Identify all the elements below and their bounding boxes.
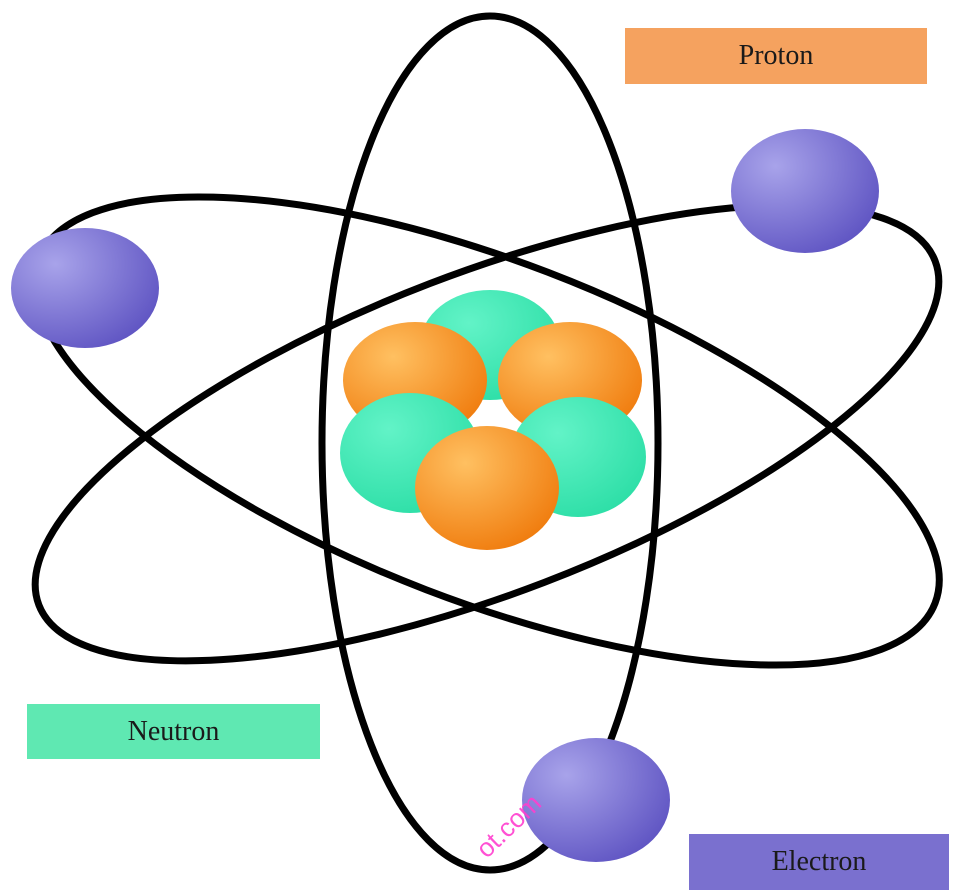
nucleus xyxy=(340,290,646,550)
legend-neutron-label: Neutron xyxy=(128,716,220,748)
legend-electron-label: Electron xyxy=(772,846,867,878)
proton-center xyxy=(415,426,559,550)
legend-neutron: Neutron xyxy=(27,704,320,759)
legend-electron: Electron xyxy=(689,834,949,890)
electron-left xyxy=(11,228,159,348)
legend-proton-label: Proton xyxy=(739,40,814,72)
electron-top-right xyxy=(731,129,879,253)
electron-bottom xyxy=(522,738,670,862)
legend-proton: Proton xyxy=(625,28,927,84)
